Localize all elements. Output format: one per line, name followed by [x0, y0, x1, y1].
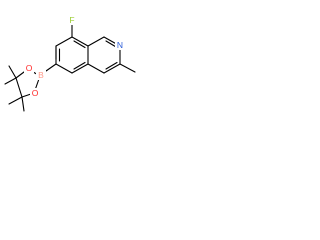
double-bond-c7-c8 — [73, 40, 86, 49]
bond-c8-c1 — [87, 36, 105, 47]
bond-methyl-d — [21, 96, 25, 112]
boron-atom-label: B — [38, 70, 44, 80]
molecule-structure-diagram: F N B O O — [4, 15, 136, 112]
boron-label-bg — [36, 70, 46, 80]
fluorine-atom-label: F — [69, 15, 74, 25]
bond-c4a-c5 — [55, 63, 73, 74]
bond-methyl-a — [8, 65, 17, 79]
bond-c4-c4a — [87, 63, 105, 74]
atom-labels: F N B O O — [24, 15, 125, 98]
oxygen-lower-label-bg — [30, 88, 40, 98]
isoquinoline-bonds — [55, 23, 136, 74]
bond-c8a-c4a — [71, 63, 89, 74]
bond-c3-c4 — [103, 63, 121, 74]
bond-methyl-b — [4, 77, 17, 85]
bond-c-c-pinacol — [15, 77, 23, 98]
oxygen-upper-atom-label: O — [26, 63, 33, 73]
double-bond-c3-c4 — [105, 61, 118, 70]
bond-c6-b — [45, 63, 57, 72]
double-bond-c8a-c4a — [73, 61, 86, 70]
oxygen-upper-label-bg — [24, 63, 34, 73]
bond-c3-methyl — [119, 63, 136, 73]
bond-methyl-c — [8, 96, 23, 105]
nitrogen-atom-label: N — [117, 40, 123, 50]
bond-c7-c8 — [71, 36, 89, 47]
bond-c6-c7 — [55, 36, 73, 47]
oxygen-lower-atom-label: O — [32, 88, 39, 98]
nitrogen-label-bg — [115, 40, 125, 50]
fluorine-label-bg — [67, 15, 77, 25]
